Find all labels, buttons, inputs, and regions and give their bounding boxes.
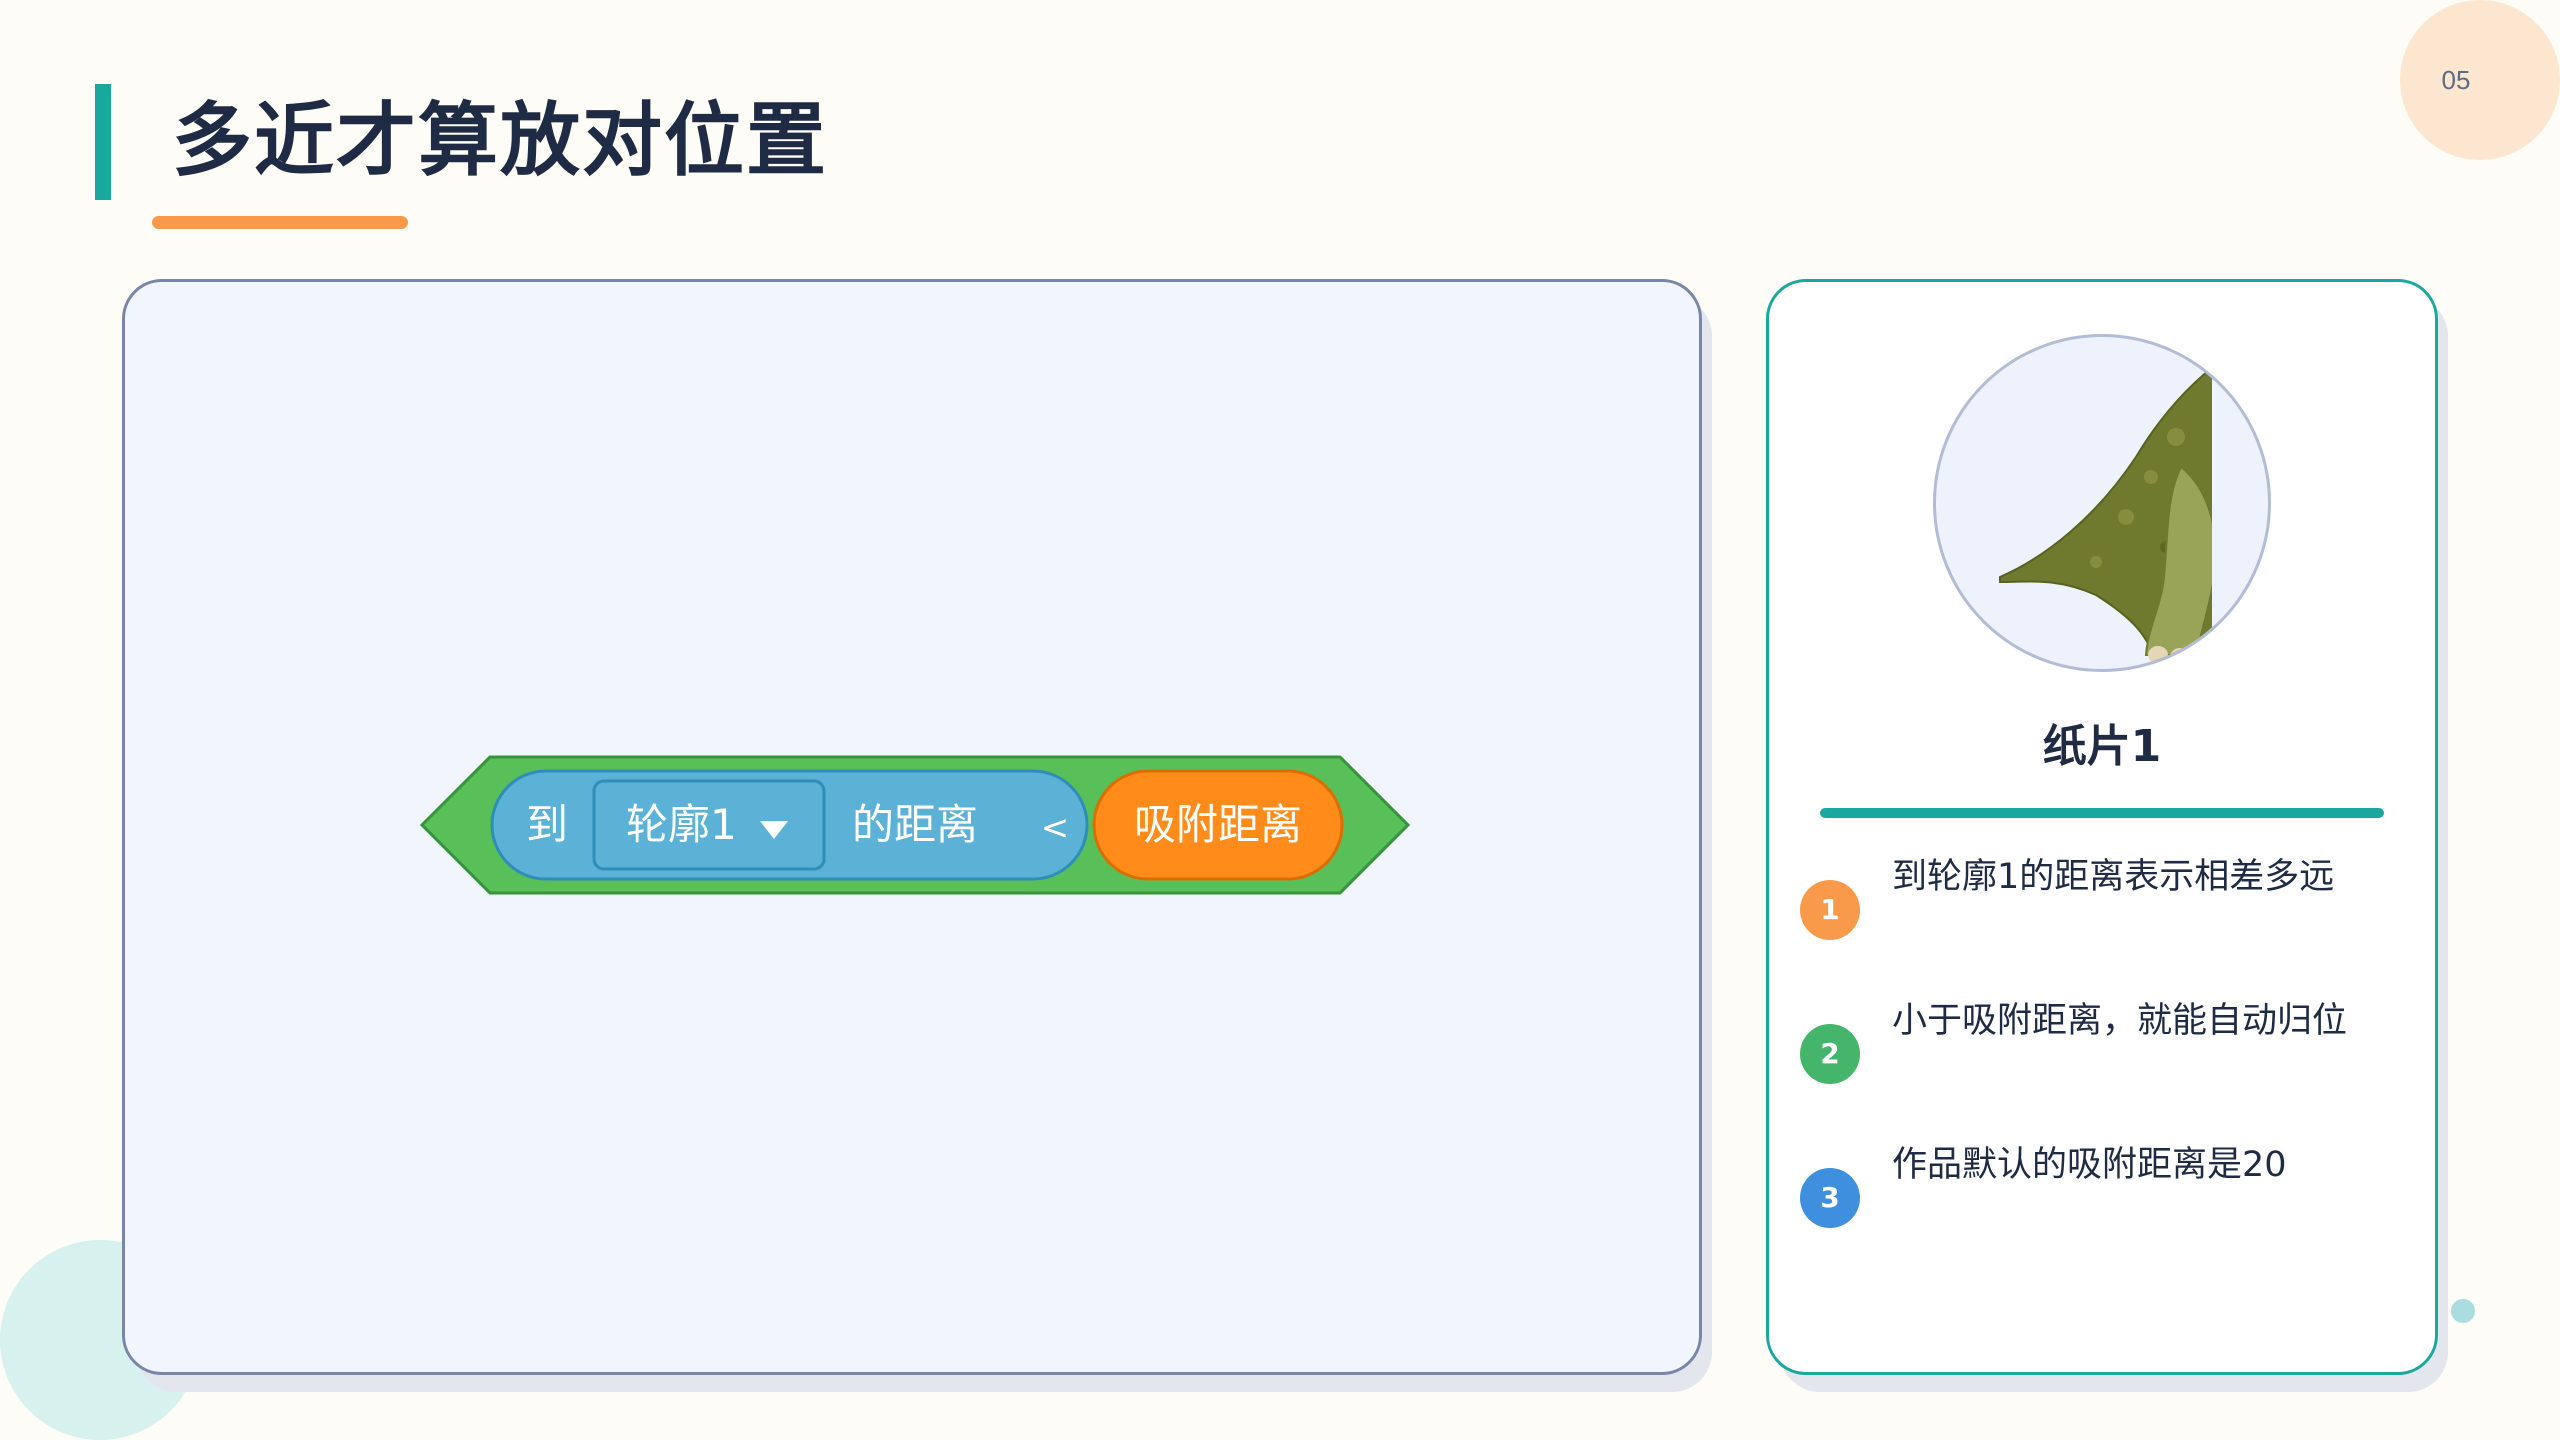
note-text: 到轮廓1的距离表示相差多远: [1892, 857, 2335, 897]
page-number: 05: [2441, 65, 2471, 95]
dinosaur-tail-image: [1999, 366, 2212, 668]
page-title: 多近才算放对位置: [172, 94, 828, 187]
note-item: 2 小于吸附距离，就能自动归位: [1800, 996, 2420, 1084]
title-accent-bar: [95, 84, 111, 200]
operator-symbol: <: [1041, 808, 1070, 848]
note-number-badge: 1: [1800, 880, 1860, 940]
distance-suffix: 的距离: [852, 800, 978, 849]
page-number-circle: [2400, 0, 2560, 160]
title-underline: [152, 216, 408, 229]
note-text: 小于吸附距离，就能自动归位: [1892, 1001, 2348, 1041]
snap-distance-label: 吸附距离: [1134, 800, 1302, 849]
block-graphic: 到 轮廓1 的距离 < 吸附距离: [419, 755, 1411, 895]
note-text: 作品默认的吸附距离是20: [1892, 1145, 2287, 1185]
note-number-badge: 2: [1800, 1024, 1860, 1084]
snap-distance-reporter[interactable]: [1092, 769, 1344, 881]
sprite-name: 纸片1: [2042, 721, 2162, 772]
chevron-down-icon[interactable]: [760, 821, 788, 839]
note-item: 1 到轮廓1的距离表示相差多远: [1800, 852, 2420, 940]
sprite-name-underline: [1820, 808, 2384, 818]
decorative-dot: [2451, 1299, 2475, 1323]
target-value: 轮廓1: [626, 800, 737, 849]
note-item: 3 作品默认的吸附距离是20: [1800, 1140, 2420, 1228]
sprite-thumbnail[interactable]: [1933, 334, 2271, 672]
code-panel: [122, 279, 1702, 1375]
distance-label: 到: [526, 800, 568, 849]
less-than-block[interactable]: 到 轮廓1 的距离 < 吸附距离: [419, 755, 1411, 899]
target-dropdown[interactable]: [592, 779, 826, 871]
note-number-badge: 3: [1800, 1168, 1860, 1228]
